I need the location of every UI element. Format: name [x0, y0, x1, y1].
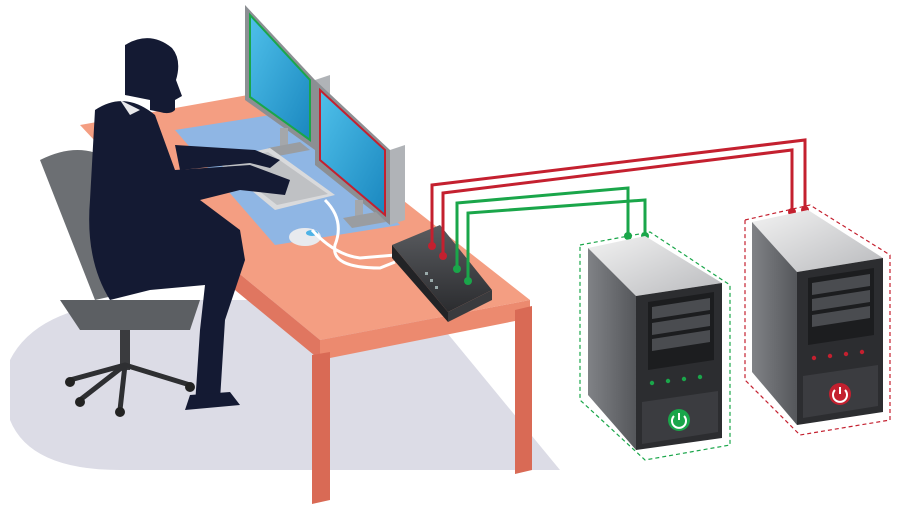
- mouse: [289, 228, 321, 246]
- red-link-lines: [432, 140, 805, 255]
- computer-red: [745, 205, 890, 435]
- computer-green: [580, 232, 730, 460]
